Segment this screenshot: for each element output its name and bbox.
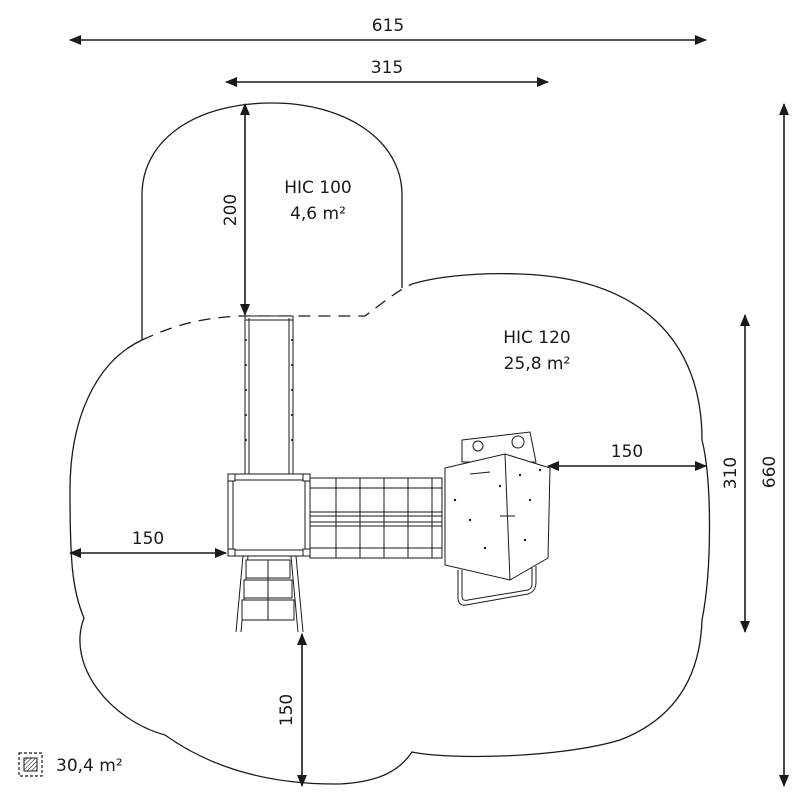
- dim-label-150-bottom: 150: [277, 694, 297, 726]
- play-equipment: [227, 315, 551, 633]
- dim-label-200: 200: [221, 194, 241, 226]
- tower-platform: [227, 473, 311, 557]
- ladder: [235, 555, 304, 633]
- hic120-zone-outline: [69, 272, 711, 785]
- hic100-label: HIC 100: [284, 178, 352, 198]
- hatched-square-icon: [18, 752, 43, 777]
- dim-label-150-left: 150: [132, 529, 164, 549]
- legend: 30,4 m²: [18, 752, 123, 777]
- bridge: [309, 477, 443, 559]
- total-area-label: 30,4 m²: [56, 756, 123, 776]
- hic120-area: 25,8 m²: [504, 354, 571, 374]
- dim-label-150-right: 150: [611, 442, 643, 462]
- tower-panel: [461, 431, 537, 463]
- hic120-label: HIC 120: [503, 328, 571, 348]
- dim-label-660: 660: [760, 456, 780, 488]
- hic100-area: 4,6 m²: [290, 204, 346, 224]
- dim-label-315: 315: [371, 58, 403, 78]
- tower-house: [444, 453, 551, 606]
- dim-label-615: 615: [372, 16, 404, 36]
- hic100-zone-outline: [141, 102, 403, 340]
- slide: [244, 315, 294, 491]
- zone-divider-dashed: [141, 283, 413, 341]
- dim-label-310: 310: [721, 457, 741, 489]
